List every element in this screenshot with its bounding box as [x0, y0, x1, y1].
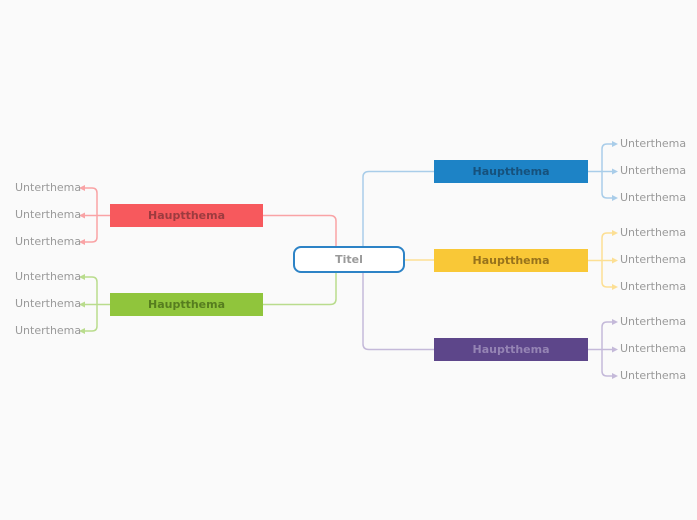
- subtopic-yellow-3[interactable]: Unterthema: [620, 280, 687, 293]
- arrowhead: [79, 239, 85, 245]
- arrowhead: [612, 168, 618, 175]
- arrowhead: [79, 185, 85, 191]
- subtopic-red-2[interactable]: Unterthema: [15, 208, 82, 221]
- arrowhead: [612, 257, 618, 264]
- subtopic-blue-2[interactable]: Unterthema: [620, 164, 687, 177]
- arrowhead: [612, 373, 618, 379]
- connector-yellow-child-bottom: [601, 260, 612, 288]
- subtopic-yellow-2[interactable]: Unterthema: [620, 253, 687, 266]
- subtopic-yellow-1[interactable]: Unterthema: [620, 226, 687, 239]
- connector-green-child-top: [85, 276, 98, 305]
- subtopic-red-3[interactable]: Unterthema: [15, 235, 82, 248]
- connector-yellow-child-top: [601, 232, 612, 261]
- connector-root-to-purple: [362, 260, 434, 351]
- arrowhead: [612, 195, 618, 201]
- arrowhead: [79, 212, 85, 219]
- main-topic-blue[interactable]: Hauptthema: [434, 160, 588, 183]
- connector-blue-child-bottom: [601, 171, 612, 199]
- subtopic-green-3[interactable]: Unterthema: [15, 324, 82, 337]
- connector-root-to-blue: [362, 170, 434, 259]
- subtopic-blue-1[interactable]: Unterthema: [620, 137, 687, 150]
- connector-red-child-bottom: [85, 215, 98, 243]
- subtopic-purple-2[interactable]: Unterthema: [620, 342, 687, 355]
- subtopic-purple-1[interactable]: Unterthema: [620, 315, 687, 328]
- connector-root-to-green: [263, 260, 337, 306]
- connector-purple-child-bottom: [601, 349, 612, 377]
- arrowhead: [79, 274, 85, 280]
- root-topic[interactable]: Titel: [293, 246, 405, 273]
- connector-root-to-red: [263, 214, 337, 259]
- arrowhead: [612, 346, 618, 353]
- main-topic-yellow[interactable]: Hauptthema: [434, 249, 588, 272]
- arrowhead: [612, 319, 618, 325]
- arrowhead: [612, 230, 618, 236]
- connector-blue-child-top: [601, 143, 612, 172]
- subtopic-blue-3[interactable]: Unterthema: [620, 191, 687, 204]
- connector-purple-child-top: [601, 321, 612, 350]
- arrowhead: [79, 328, 85, 334]
- main-topic-red[interactable]: Hauptthema: [110, 204, 263, 227]
- connector-green-child-bottom: [85, 304, 98, 332]
- subtopic-green-1[interactable]: Unterthema: [15, 270, 82, 283]
- arrowhead: [612, 284, 618, 290]
- subtopic-purple-3[interactable]: Unterthema: [620, 369, 687, 382]
- connector-red-child-top: [85, 187, 98, 216]
- subtopic-red-1[interactable]: Unterthema: [15, 181, 82, 194]
- arrowhead: [79, 301, 85, 308]
- main-topic-green[interactable]: Hauptthema: [110, 293, 263, 316]
- subtopic-green-2[interactable]: Unterthema: [15, 297, 82, 310]
- arrowhead: [612, 141, 618, 147]
- main-topic-purple[interactable]: Hauptthema: [434, 338, 588, 361]
